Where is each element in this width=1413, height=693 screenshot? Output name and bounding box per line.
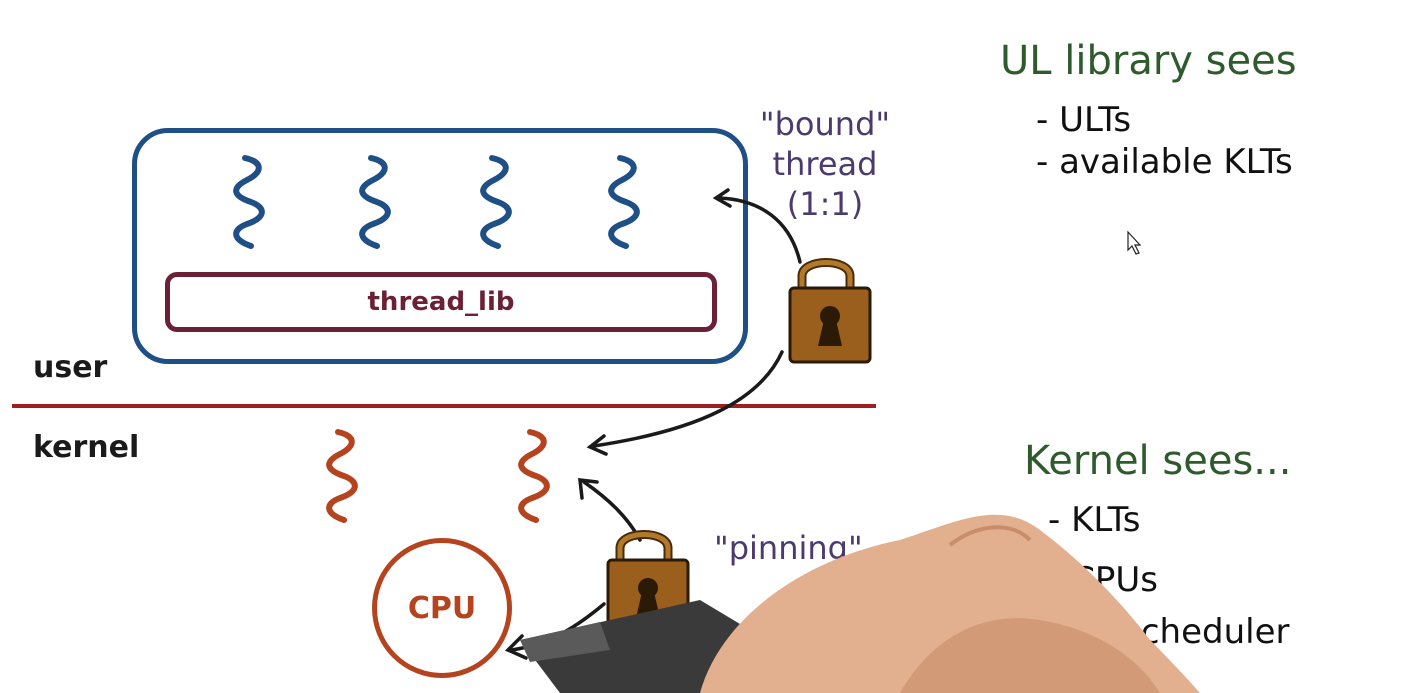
kernel-thread-icon (521, 432, 547, 520)
kernel-sees-heading: Kernel sees... (1024, 438, 1292, 484)
kernel-threads (329, 432, 547, 520)
arrow-head (578, 478, 599, 500)
bound-thread-note: "bound" thread (1:1) (750, 104, 900, 224)
user-process-box (132, 128, 748, 364)
thread-lib-box: thread_lib (165, 272, 717, 332)
ul-library-heading: UL library sees (1000, 38, 1297, 84)
user-thread-icon (236, 158, 262, 246)
lock-icon (788, 258, 872, 364)
arrow-head (586, 434, 608, 456)
user-thread-icon (362, 158, 388, 246)
arrow-lock-to-kernel-thread-2 (582, 480, 642, 542)
ul-library-item: - available KLTs (1036, 142, 1293, 182)
arrow-lock-to-kernel-thread (592, 350, 784, 448)
kernel-label: kernel (33, 430, 140, 465)
hand-with-marker (520, 514, 1200, 693)
ul-library-item: - ULTs (1036, 100, 1132, 140)
user-threads (236, 158, 637, 246)
user-thread-icon (611, 158, 637, 246)
kernel-sees-item: - KLTs (1048, 500, 1141, 540)
bound-note-line-2: thread (772, 145, 878, 183)
user-label: user (33, 350, 108, 385)
arrow-head (504, 634, 528, 660)
user-kernel-divider (12, 404, 876, 408)
user-thread-icon (483, 158, 509, 246)
arrow-head (712, 188, 732, 208)
cursor-icon (1127, 230, 1142, 255)
bound-note-line-1: "bound" (759, 105, 891, 143)
cpu-circle: CPU (372, 538, 512, 678)
arrow-lock-to-user-thread (718, 196, 802, 264)
bound-note-line-3: (1:1) (786, 185, 864, 223)
kernel-thread-icon (329, 432, 355, 520)
